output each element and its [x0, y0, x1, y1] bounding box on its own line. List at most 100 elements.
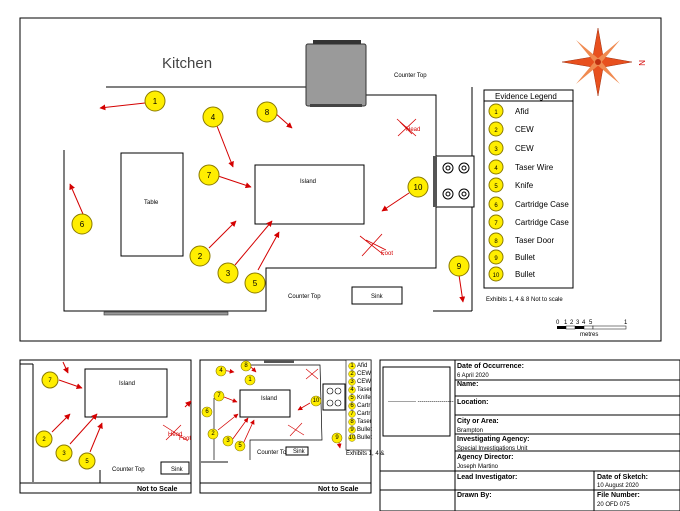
sketch-date-label: Date of Sketch:: [597, 474, 648, 481]
detail-mid-legend-note: Exhibits 1, 4 &: [346, 451, 384, 457]
scale-tick-1: 1: [564, 320, 568, 326]
island: [254, 164, 365, 225]
evidence-marker-9-label: 9: [457, 262, 462, 271]
detail-mid-marker-4: 4: [219, 368, 223, 374]
detail-left-marker-7: 7: [48, 378, 52, 384]
evidence-marker-3: [217, 262, 239, 284]
legend-num-5: 5: [494, 184, 498, 190]
detail-mid-legend-num-6: 6: [350, 403, 354, 409]
legend-num-7: 7: [494, 221, 498, 227]
evidence-marker-5-label: 5: [253, 279, 258, 288]
detail-left-counter-label: Counter Top: [112, 467, 145, 473]
drawn-by-label: Drawn By:: [457, 492, 492, 499]
scale-tick-end: 1: [624, 320, 628, 326]
detail-mid-legend-num-3: 3: [350, 379, 354, 385]
legend-item-5: Knife: [515, 181, 534, 190]
detail-left-sink-label: Sink: [171, 467, 184, 473]
file-number-value: 20 OFD 075: [597, 502, 630, 508]
city-label: City or Area:: [457, 418, 499, 425]
legend-item-3: CEW: [515, 144, 534, 153]
legend-num-3: 3: [494, 147, 498, 153]
scale-unit: metres: [580, 332, 598, 338]
date-of-occurrence-label: Date of Occurrence:: [457, 363, 524, 370]
blood-mark-foot: [359, 233, 387, 257]
table: [120, 152, 184, 257]
compass-north-label: N: [637, 60, 646, 66]
evidence-marker-7-label: 7: [207, 171, 212, 180]
detail-left-head-label: Head: [168, 432, 182, 438]
file-number-label: File Number:: [597, 492, 640, 499]
detail-left-marker-3: 3: [62, 451, 66, 457]
detail-mid-marker-3: 3: [226, 438, 230, 444]
detail-mid-island-label: Island: [261, 396, 277, 402]
evidence-marker-8: [256, 101, 278, 123]
detail-mid-marker-2: 2: [211, 431, 215, 437]
room-label: Kitchen: [162, 55, 212, 72]
detail-mid-marker-1: 1: [248, 377, 252, 383]
island-label: Island: [300, 179, 316, 185]
legend-num-10: 10: [493, 273, 500, 279]
legend-item-6: Cartridge Case: [515, 200, 569, 209]
evidence-marker-5: [244, 272, 266, 294]
sink: [351, 286, 403, 305]
lead-investigator-label: Lead Investigator:: [457, 474, 517, 481]
detail-mid-marker-8: 8: [244, 363, 248, 369]
counter-top-lower-label: Counter Top: [288, 294, 321, 300]
detail-mid-legend-num-4: 4: [350, 387, 354, 393]
detail-mid-sink-label: Sink: [293, 449, 306, 455]
detail-mid-marker-7: 7: [217, 393, 221, 399]
evidence-marker-1: [144, 90, 166, 112]
detail-mid-legend-7: Cartr: [357, 411, 370, 417]
legend-item-1: Afid: [515, 107, 529, 116]
name-label: Name:: [457, 381, 478, 388]
scale-note: Exhibits 1, 4 & 8 Not to scale: [486, 297, 563, 303]
detail-mid-footer: Not to Scale: [318, 486, 359, 493]
legend-num-8: 8: [494, 239, 498, 245]
evidence-marker-2: [189, 245, 211, 267]
scale-tick-4: 4: [582, 320, 586, 326]
detail-mid-marker-5: 5: [238, 443, 242, 449]
legend-item-4: Taser Wire: [515, 163, 554, 172]
legend-num-2: 2: [494, 128, 498, 134]
legend-num-1: 1: [494, 110, 498, 116]
detail-mid-counter-label: Counter Top: [257, 450, 290, 456]
detail-mid-legend-10: Bullet: [357, 435, 372, 441]
legend-item-9: Bullet: [515, 253, 536, 262]
compass-rose-icon: [561, 27, 633, 97]
range-hood: [305, 40, 367, 107]
evidence-marker-1-label: 1: [153, 97, 158, 106]
detail-left-foot-label: Foot: [179, 436, 191, 442]
scale-tick-3: 3: [576, 320, 580, 326]
evidence-marker-3-label: 3: [226, 269, 231, 278]
table-label: Table: [144, 200, 159, 206]
detail-view-middle: Island Counter Top Sink: [199, 359, 384, 494]
evidence-marker-6: [71, 213, 93, 235]
detail-left-marker-2: 2: [42, 437, 46, 443]
detail-mid-legend-num-1: 1: [350, 363, 354, 369]
title-block: [379, 359, 680, 511]
agency-label: Investigating Agency:: [457, 436, 529, 443]
detail-mid-legend-num-8: 8: [350, 419, 354, 425]
detail-left-island-label: Island: [119, 381, 135, 387]
detail-mid-legend-9: Bullet: [357, 427, 372, 433]
main-plan-border: [19, 17, 662, 342]
detail-mid-legend-2: CEW: [357, 371, 371, 377]
detail-mid-legend-8: Taser: [357, 419, 372, 425]
detail-mid-marker-9: 9: [335, 435, 339, 441]
scale-tick-2: 2: [570, 320, 574, 326]
scale-bar: 0 1 2 3 4 5 1 metres: [556, 320, 628, 338]
scale-tick-0: 0: [556, 320, 560, 326]
blood-mark-head: [396, 118, 417, 137]
legend-num-9: 9: [494, 256, 498, 262]
legend-num-6: 6: [494, 203, 498, 209]
director-value: Joseph Martino: [457, 464, 499, 470]
evidence-marker-2-label: 2: [198, 252, 203, 261]
detail-mid-legend-num-9: 9: [350, 427, 354, 433]
sink-label: Sink: [371, 294, 384, 300]
evidence-marker-4: [202, 106, 224, 128]
director-label: Agency Director:: [457, 454, 513, 461]
detail-mid-legend-4: Taser: [357, 387, 372, 393]
city-value: Brampton: [457, 428, 483, 434]
detail-mid-legend-1: Afid: [357, 363, 367, 369]
